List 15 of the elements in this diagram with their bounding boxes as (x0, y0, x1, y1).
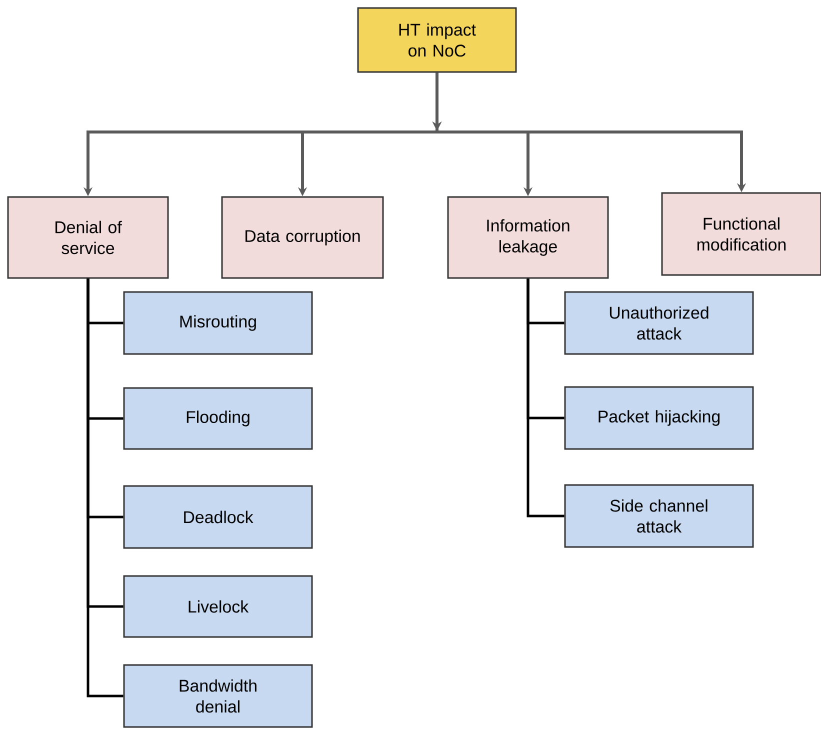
attack-box: Unauthorized attack (564, 291, 754, 355)
attack-box: Flooding (123, 387, 313, 450)
category-box: Information leakage (447, 196, 609, 279)
category-box: Data corruption (221, 196, 384, 279)
category-box: Denial of service (7, 196, 169, 279)
attack-box: Bandwidth denial (123, 664, 313, 728)
connector-line (526, 278, 564, 518)
category-box: Functional modification (661, 192, 821, 276)
root-box: HT impact on NoC (357, 7, 517, 73)
attack-box: Livelock (123, 575, 313, 638)
attack-box: Packet hijacking (564, 386, 754, 450)
connector-line (86, 278, 124, 698)
attack-box: Side channel attack (564, 484, 754, 548)
attack-box: Deadlock (123, 485, 313, 549)
attack-box: Misrouting (123, 291, 313, 355)
